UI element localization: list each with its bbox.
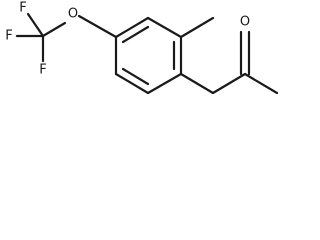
ring-bond-1 — [114, 16, 150, 39]
atom-labels: F F F O O — [5, 1, 250, 78]
ring-bond-5 — [114, 72, 150, 94]
ring-bond-2 — [146, 16, 183, 39]
bond-c-f-top — [26, 12, 45, 38]
atom-f-bottom: F — [39, 63, 46, 78]
ring-inner-bond-1 — [121, 25, 150, 44]
atom-f-left: F — [5, 29, 12, 44]
bond-ring-ch2 — [179, 72, 215, 94]
bond-o-ring — [77, 14, 118, 39]
atom-o-ketone: O — [240, 15, 250, 30]
bonds — [15, 12, 279, 94]
chemical-structure: F F F O O — [5, 1, 279, 94]
ring-bond-4 — [146, 72, 183, 94]
bond-methyl — [179, 16, 215, 39]
bond-ch2-carbonyl — [211, 72, 247, 94]
bond-c-o-ether — [41, 21, 67, 38]
bond-carbonyl-methyl — [243, 72, 279, 94]
atom-f-top: F — [19, 1, 26, 16]
atom-o-ether: O — [68, 7, 78, 22]
ring-inner-bond-3 — [121, 67, 150, 86]
